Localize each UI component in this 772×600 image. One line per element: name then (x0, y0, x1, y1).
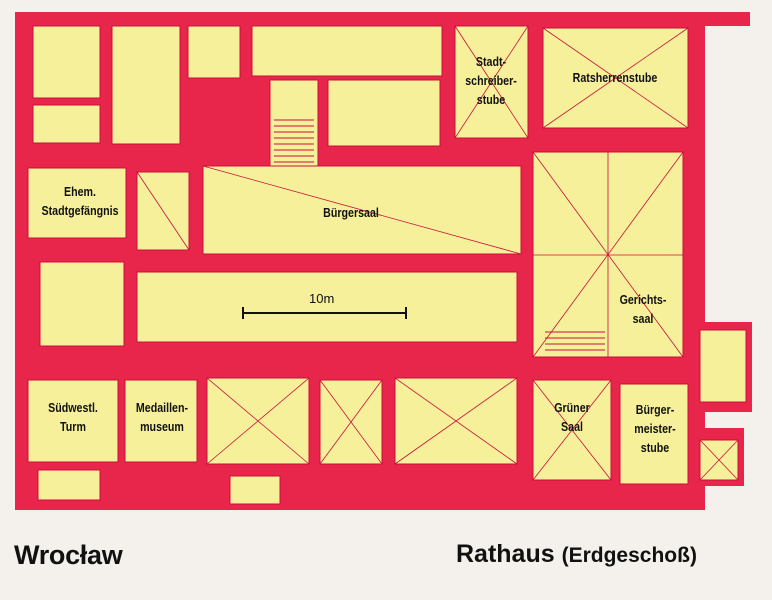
room-top-north (111, 25, 181, 145)
scale-bar-label: 10m (309, 291, 335, 306)
room-buergermeisterstube (619, 383, 689, 485)
vault-rib (319, 379, 383, 465)
wall-mass-east-wing (695, 12, 750, 26)
label-gerichtssaal: Gerichts- saal (619, 292, 667, 326)
room-top-nw-a (32, 25, 101, 99)
label-buergermeisterstube: Bürger- meister- stube (634, 402, 676, 455)
vault-rib (202, 165, 522, 255)
label-buergersaal: Bürgersaal (323, 205, 379, 220)
vault-rib (542, 27, 689, 129)
room-east-annex (699, 329, 747, 403)
vault-rib (454, 25, 529, 139)
room-central-hall (136, 271, 518, 343)
room-suedwestl-turm (27, 379, 119, 463)
room-top-north-large (251, 25, 443, 77)
room-top-nw-b (32, 104, 101, 144)
label-gruener-saal: Grüner Saal (554, 400, 590, 434)
label-suedwestl-turm: Südwestl. Turm (48, 400, 98, 434)
room-s-porch (229, 475, 281, 505)
label-medaillenmuseum: Medaillen- museum (135, 400, 189, 434)
room-stadtgefaengnis (27, 167, 127, 239)
room-top-stair (269, 79, 319, 167)
vault-rib (394, 377, 518, 465)
room-west-mid (39, 261, 125, 347)
floor-name: (Erdgeschoß) (561, 544, 697, 567)
label-stadtgefaengnis: Ehem. Stadtgefängnis (41, 184, 119, 218)
room-top-north-east (327, 79, 441, 147)
label-ratsherrenstube: Ratsherrenstube (572, 70, 658, 85)
city-caption: Wrocław (14, 540, 123, 570)
label-stadtschreiberstube: Stadt- schreiber- stube (465, 54, 517, 107)
scale-bar (242, 307, 407, 319)
vault-rib (136, 171, 190, 251)
building-caption: Rathaus (Erdgeschoß) (456, 540, 697, 569)
vault-rib (532, 379, 612, 481)
room-sw-porch (37, 469, 101, 501)
vault-rib (699, 439, 739, 481)
room-medaillenmuseum (124, 379, 198, 463)
vault-rib (206, 377, 310, 465)
building-name: Rathaus (456, 540, 555, 568)
room-top-stair-hall (187, 25, 241, 79)
